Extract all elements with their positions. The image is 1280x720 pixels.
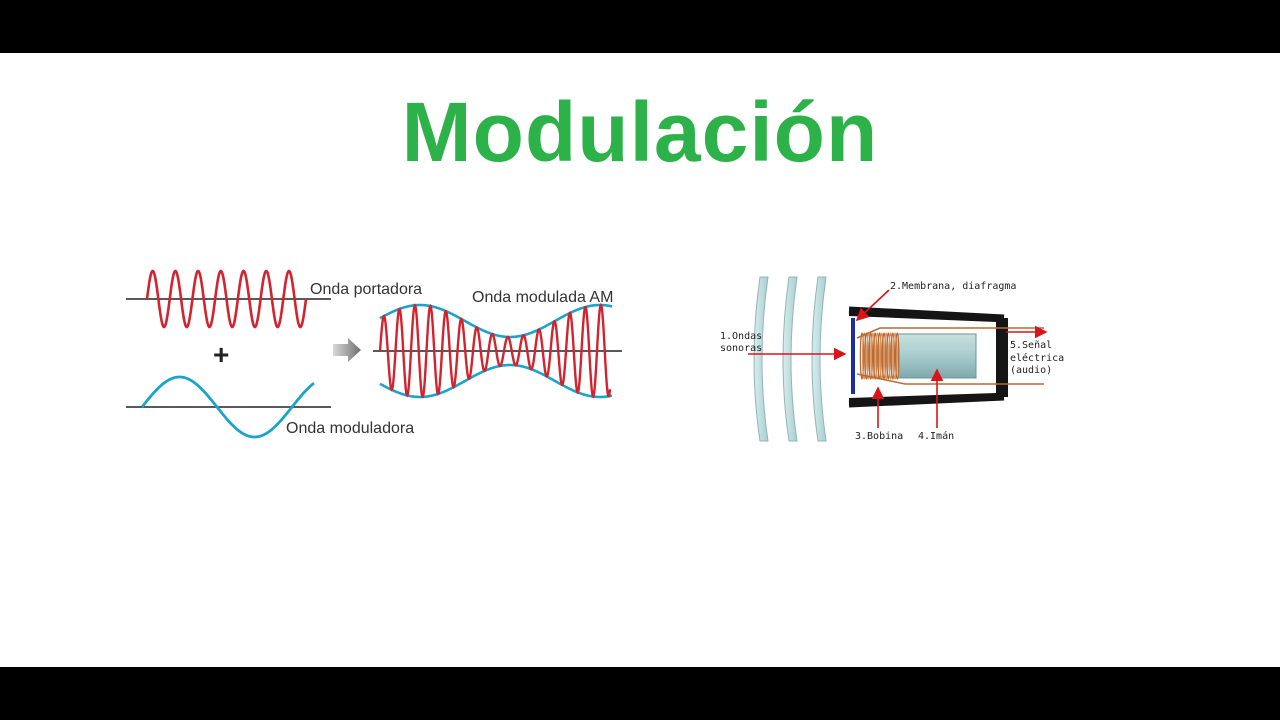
coil-turn [888, 332, 893, 380]
coil-turn [868, 332, 874, 380]
label-sound-waves-line2: sonoras [720, 343, 762, 354]
am-modulated-wave [378, 303, 612, 399]
modulating-wave [140, 375, 315, 439]
page-title: Modulación [401, 85, 879, 179]
slide [0, 53, 1280, 667]
signal-wire [856, 373, 1044, 385]
sound-wave-arc [811, 276, 827, 442]
coil-turn [886, 332, 891, 380]
coil-turn [859, 332, 865, 380]
modulated-label: Onda modulada AM [472, 289, 613, 306]
coil-turn [861, 332, 867, 380]
label-membrane: 2.Membrana, diafragma [890, 281, 1016, 292]
sound-wave-arc [753, 276, 769, 442]
sound-wave-arc [782, 276, 798, 442]
carrier-wave [145, 269, 308, 329]
modulating-label: Onda moduladora [286, 420, 414, 437]
label-signal-line1: 5.Señal [1010, 340, 1052, 351]
microphone-housing-outline [848, 306, 1005, 408]
coil-turn [890, 332, 896, 380]
coil-turn [870, 332, 876, 380]
coil-turn [864, 332, 869, 380]
envelope-top [379, 303, 613, 339]
label-magnet: 4.Imán [918, 430, 954, 442]
coil-turn [894, 332, 900, 380]
label-sound-waves-line1: 1.Ondas [720, 331, 762, 342]
label-coil: 3.Bobina [855, 431, 903, 442]
envelope-bottom [379, 363, 613, 399]
coil-turn [872, 332, 878, 380]
membrane-pointer-arrow [855, 289, 890, 322]
coil [859, 332, 900, 380]
label-signal-line2: eléctrica [1010, 352, 1064, 364]
coil-turn [883, 332, 889, 380]
carrier-label: Onda portadora [310, 281, 422, 298]
coil-turn [892, 332, 898, 380]
signal-wire [856, 327, 1044, 339]
label-signal-line3: (audio) [1010, 365, 1052, 376]
arrow-right-icon [333, 338, 361, 362]
plus-icon: + [213, 339, 229, 370]
membrane [851, 318, 855, 394]
